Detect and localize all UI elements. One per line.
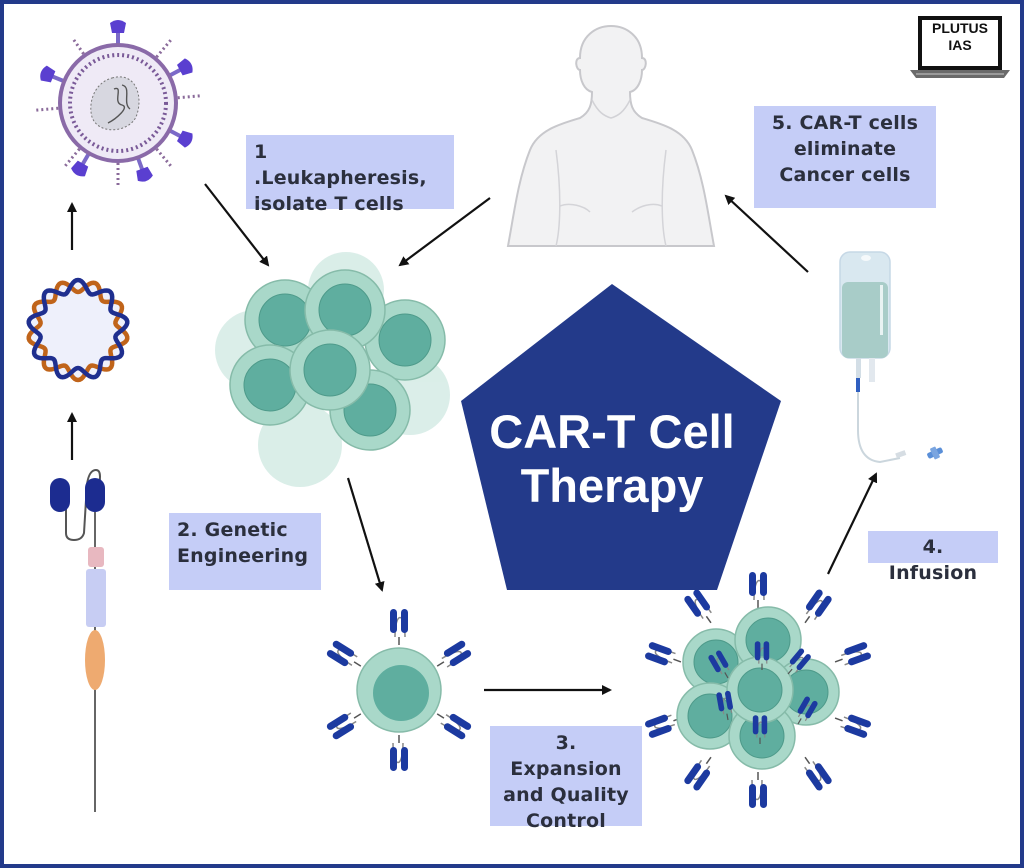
- arrow-infusion-to-patient: [724, 194, 809, 273]
- laptop-logo-icon: [910, 16, 1010, 78]
- car-construct-icon: [50, 468, 106, 812]
- step-2-line-2: Engineering: [177, 545, 309, 567]
- step-4-label: 4. Infusion: [868, 531, 998, 584]
- human-body-icon: [506, 24, 716, 247]
- arrow-cells-to-cart: [346, 477, 385, 592]
- title-line-1: CAR-T Cell: [489, 405, 735, 458]
- step-3-line-1: 3. Expansion: [510, 732, 622, 780]
- step-3-line-3: Control: [526, 810, 606, 832]
- arrow-virus-to-cells: [204, 183, 270, 267]
- step-5-line-3: Cancer cells: [779, 164, 911, 186]
- step-5-line-2: eliminate: [793, 138, 897, 160]
- step-5-line-1: 5. CAR-T cells: [771, 112, 919, 134]
- brand-logo-text: PLUTUS IAS: [921, 20, 999, 54]
- title-line-2: Therapy: [520, 459, 704, 512]
- plasmid-dna-icon: [26, 277, 130, 383]
- virus-icon: [36, 20, 200, 185]
- arrow-patient-to-cells: [398, 197, 491, 267]
- arrow-expansion-to-infusion: [827, 472, 878, 575]
- step-2-line-1: 2. Genetic: [177, 519, 288, 541]
- center-pentagon: [461, 284, 781, 590]
- step-1-line-1: 1 .Leukapheresis,: [254, 141, 427, 189]
- brand-line-1: PLUTUS: [932, 20, 988, 36]
- step-1-label: 1 .Leukapheresis, isolate T cells: [246, 135, 454, 215]
- step-2-label: 2. Genetic Engineering: [169, 513, 321, 590]
- iv-bag-icon: [839, 251, 943, 464]
- step-3-label: 3. Expansion and Quality Control: [490, 726, 642, 832]
- flow-arrows: [67, 183, 878, 695]
- car-t-cell-icon: [324, 608, 474, 772]
- t-cell-cluster-icon: [215, 252, 450, 487]
- step-3-line-2: and Quality: [503, 784, 629, 806]
- step-4-line-1: 4. Infusion: [888, 536, 978, 584]
- brand-line-2: IAS: [948, 37, 972, 53]
- step-5-label: 5. CAR-T cells eliminate Cancer cells: [754, 106, 936, 208]
- step-1-line-2: isolate T cells: [254, 193, 404, 215]
- expanded-car-t-cluster-icon: [643, 571, 873, 809]
- diagram-title: CAR-T Cell Therapy: [462, 405, 762, 513]
